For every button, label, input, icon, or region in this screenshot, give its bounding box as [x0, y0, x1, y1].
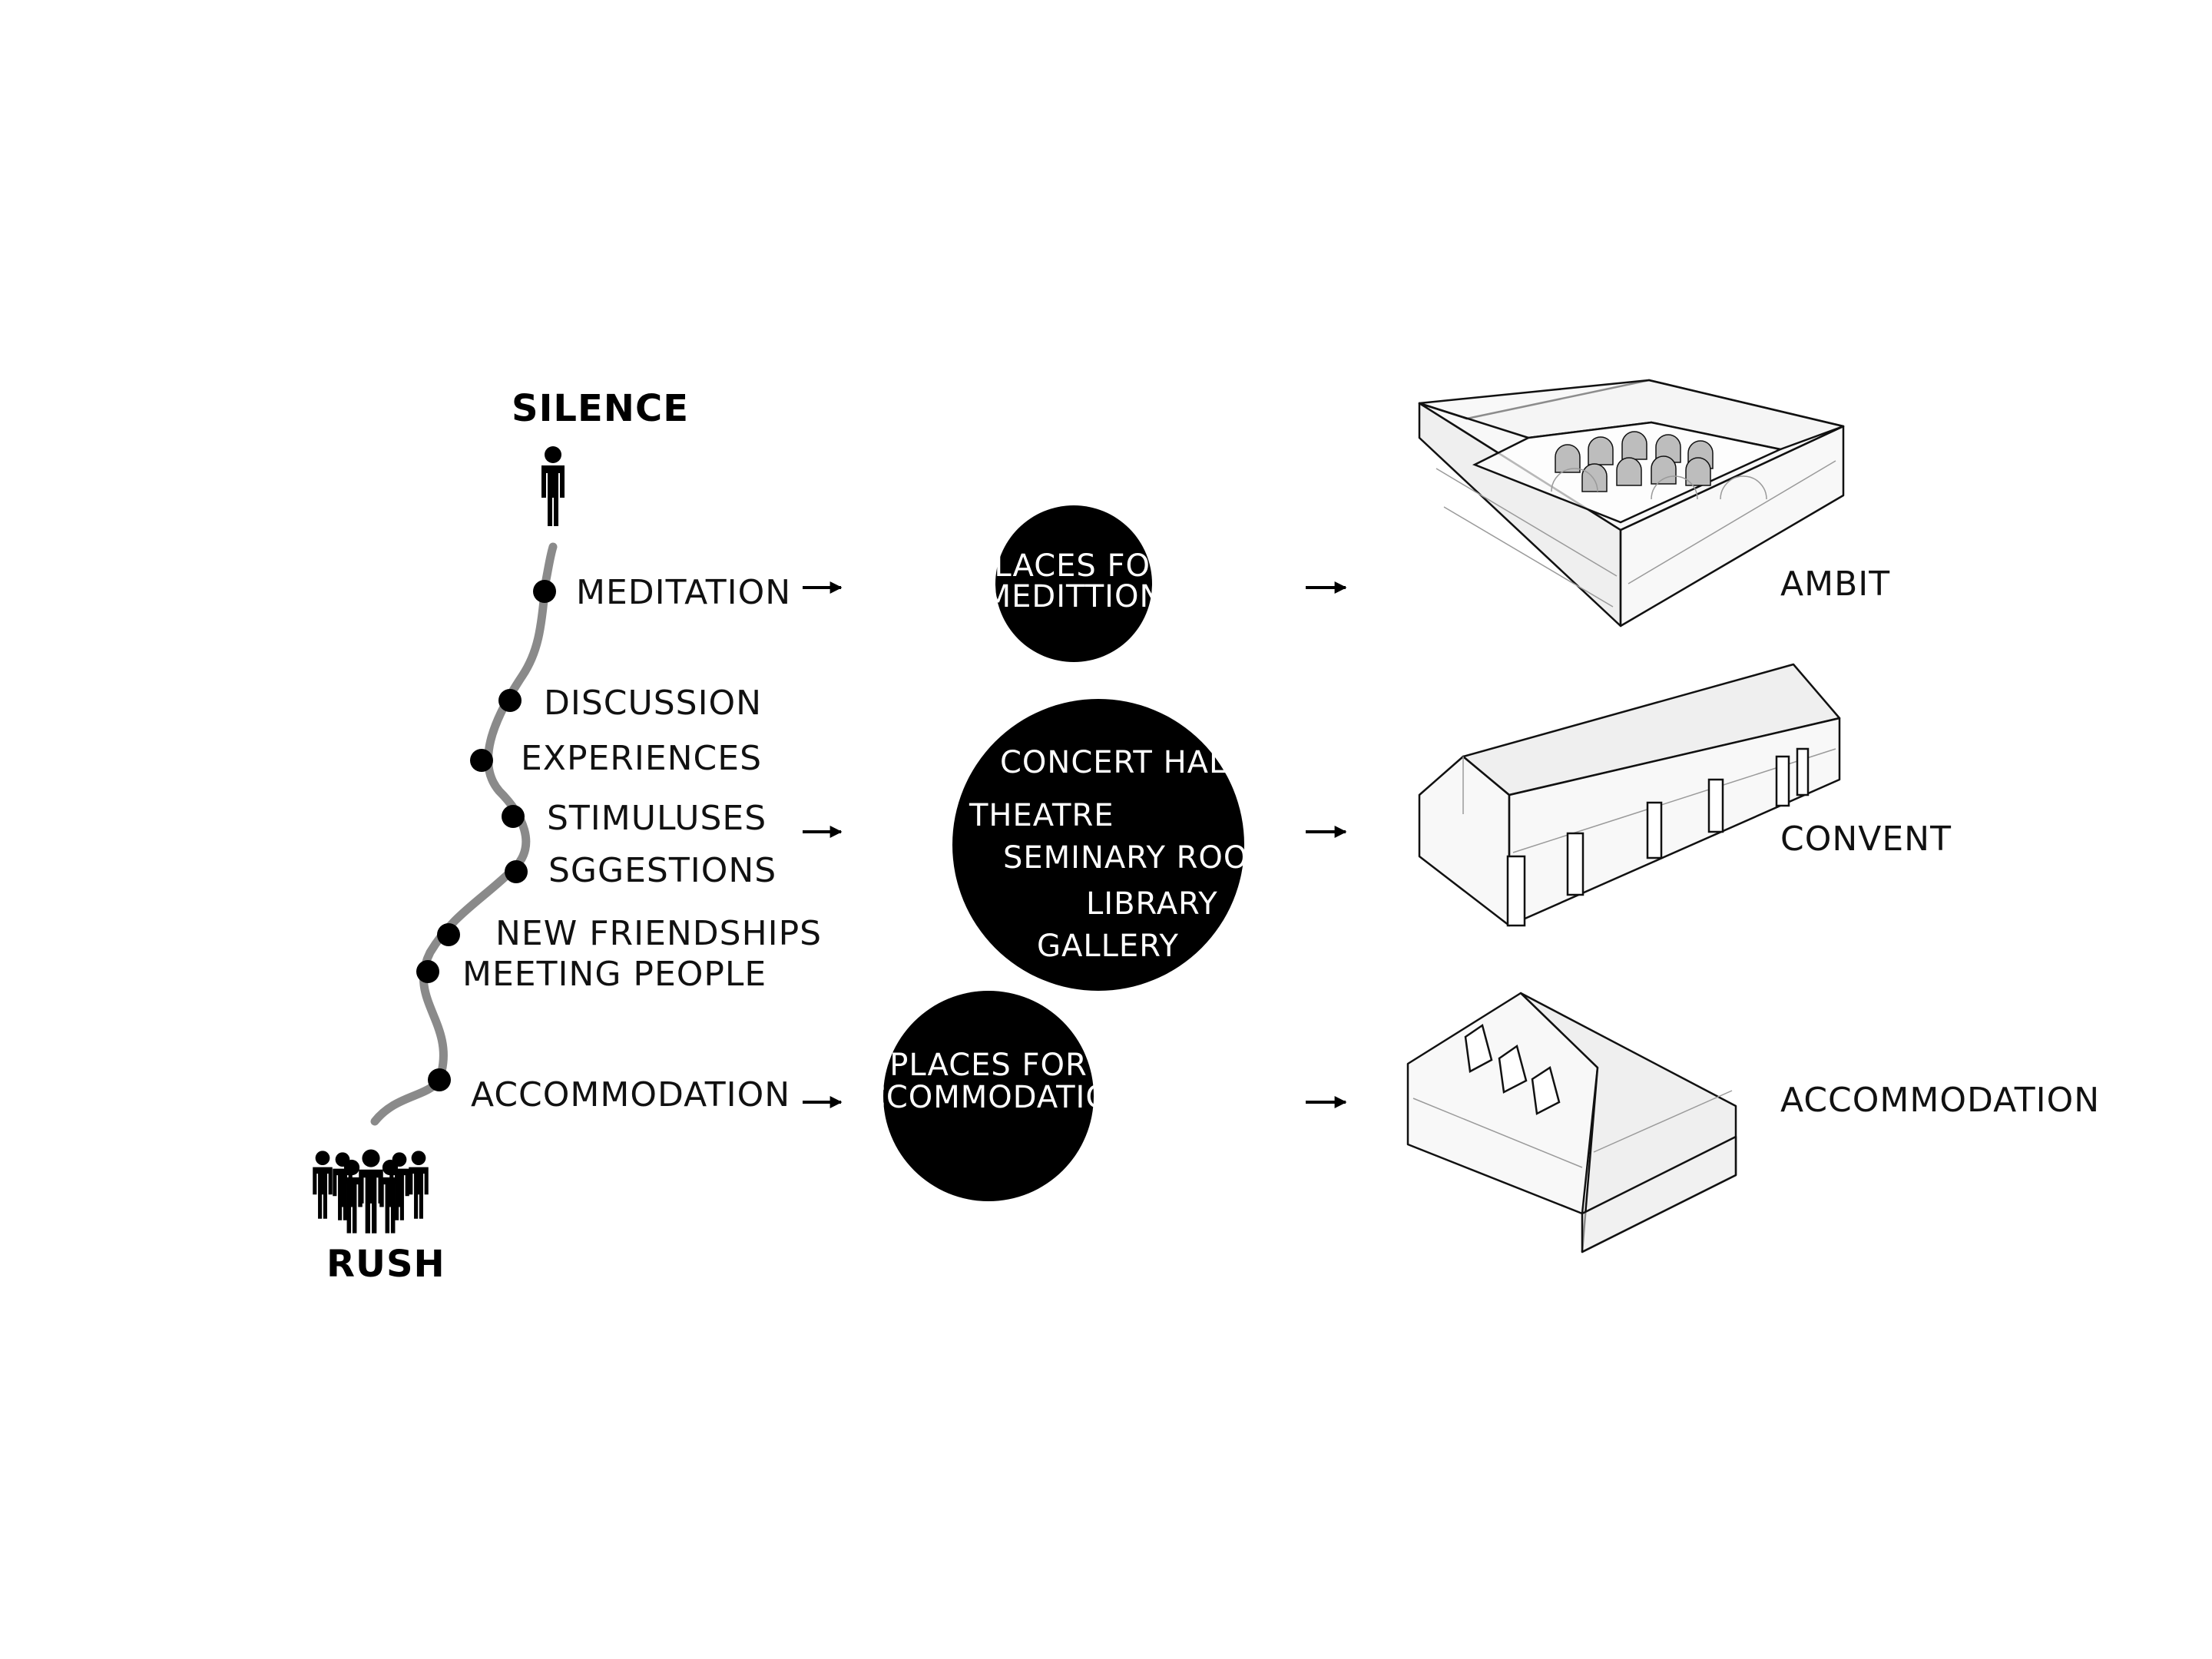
building-label: ACCOMMODATION: [1780, 1081, 2100, 1120]
crowd-icon: [313, 1149, 429, 1233]
circle-text: ACCOMMODATION: [843, 1080, 1134, 1115]
circle-text: PLACES FOR: [975, 548, 1173, 584]
top-label: SILENCE: [512, 387, 689, 430]
bottom-label: RUSH: [326, 1243, 445, 1286]
step-label: EXPERIENCES: [521, 739, 762, 778]
circle-text: PLACES FOR: [889, 1048, 1088, 1083]
circle-text: LIBRARY: [1086, 886, 1218, 922]
step-dot: [437, 923, 460, 946]
culture-circle: CONCERT HALL THEATRE SEMINARY ROOM LIBRA…: [952, 699, 1276, 991]
building-label: AMBIT: [1780, 565, 1890, 604]
building-label: CONVENT: [1780, 820, 1952, 859]
step-label: NEW FRIENDSHIPS: [495, 914, 822, 953]
journey-dots: [416, 580, 556, 1091]
step-label: DISCUSSION: [544, 684, 762, 723]
circle-text: MEDITTION: [985, 579, 1164, 614]
step-label: ACCOMMODATION: [471, 1075, 790, 1114]
accommodation-circle: PLACES FOR ACCOMMODATION: [843, 991, 1134, 1201]
step-labels: MEDITATION DISCUSSION EXPERIENCES STIMUL…: [462, 573, 822, 1114]
arrows: [803, 581, 1347, 1108]
accommodation-building: [1406, 992, 1737, 1253]
circle-text: SEMINARY ROOM: [1003, 840, 1276, 876]
ambit-building: [1418, 379, 1845, 628]
step-label: SGGESTIONS: [548, 851, 777, 890]
person-icon: [541, 446, 565, 526]
journey-path: [370, 542, 558, 1126]
step-dot: [416, 960, 439, 983]
step-dot: [428, 1068, 451, 1091]
convent-building: [1418, 663, 1841, 927]
step-dot: [505, 860, 528, 883]
step-label: MEDITATION: [576, 573, 791, 612]
step-dot: [533, 580, 556, 603]
step-dot: [502, 805, 525, 828]
step-dot: [470, 749, 493, 772]
step-label: STIMULUSES: [547, 799, 767, 838]
step-label: MEETING PEOPLE: [462, 955, 767, 994]
step-dot: [498, 689, 522, 712]
circle-text: CONCERT HALL: [1000, 745, 1245, 780]
circle-text: GALLERY: [1037, 929, 1179, 964]
meditation-circle: PLACES FOR MEDITTION: [975, 505, 1173, 662]
circle-text: THEATRE: [969, 798, 1114, 833]
